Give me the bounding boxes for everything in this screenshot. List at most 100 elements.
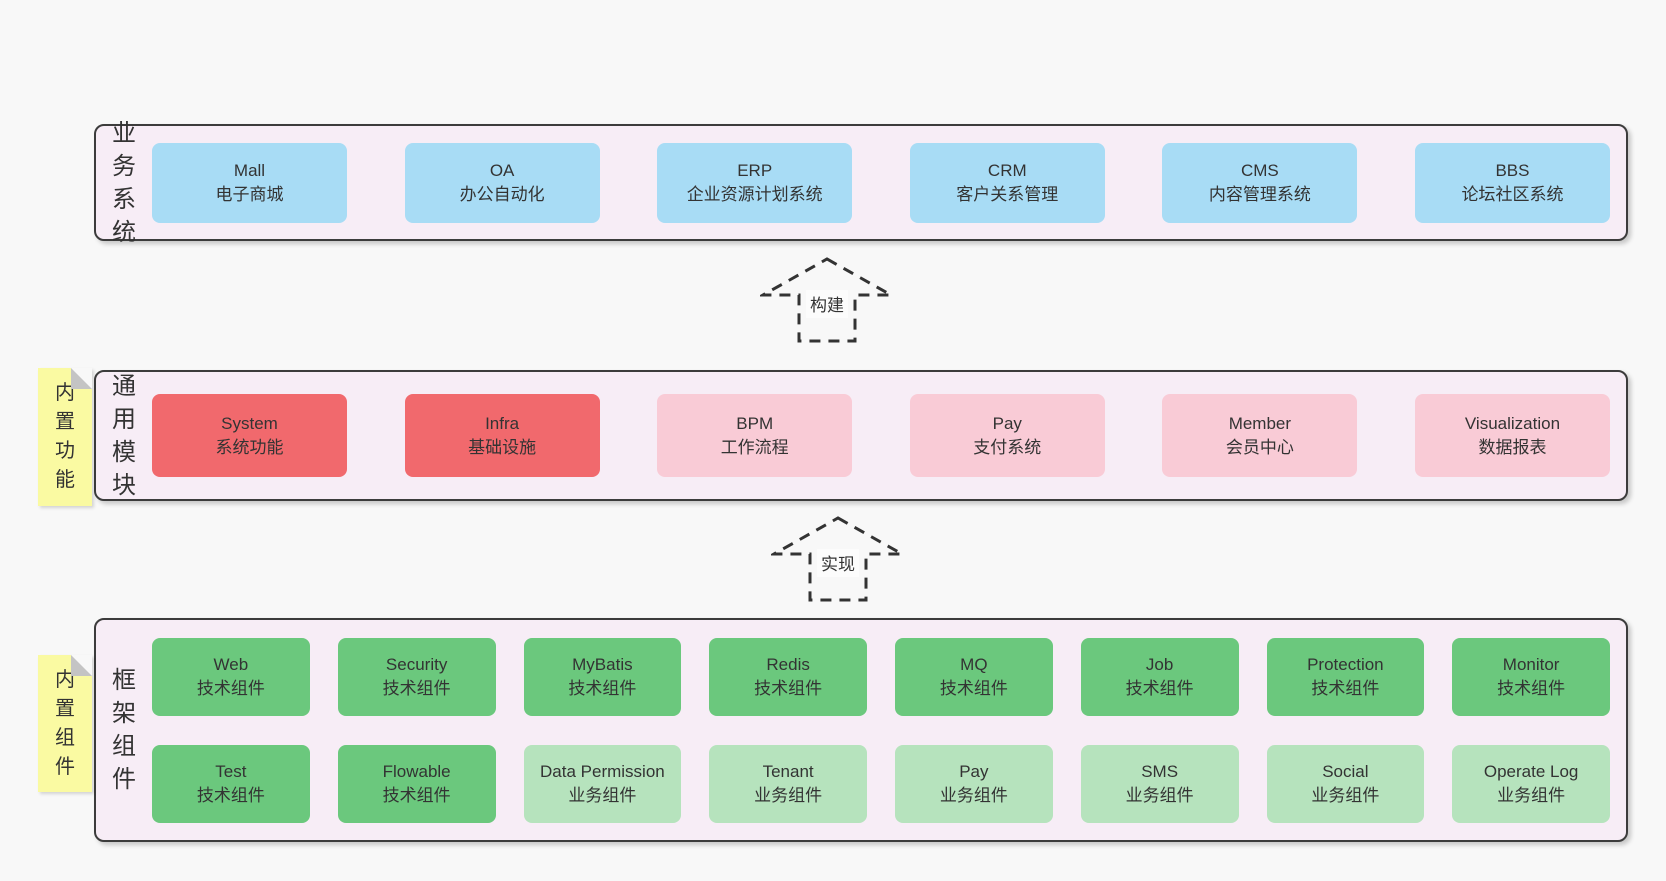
box-subtitle: 论坛社区系统	[1461, 184, 1564, 204]
module-box-redis: Redis 技术组件	[709, 637, 867, 716]
box-subtitle: 业务组件	[1311, 785, 1380, 805]
box-subtitle: 技术组件	[754, 678, 823, 698]
box-title: OA	[489, 160, 515, 180]
box-title: BPM	[736, 413, 774, 433]
box-subtitle: 技术组件	[1311, 678, 1380, 698]
arrow-implement: 实现	[771, 515, 905, 603]
module-box-security: Security 技术组件	[337, 637, 496, 716]
box-subtitle: 基础设施	[468, 437, 537, 457]
box-title: Infra	[485, 413, 520, 433]
band-label-framework-components: 框架组件	[112, 667, 136, 793]
box-title: BBS	[1495, 160, 1530, 180]
sticky-note-builtin-features: 内置功能	[38, 368, 92, 506]
box-title: Job	[1145, 654, 1174, 674]
box-title: Data Permission	[540, 761, 665, 781]
module-box-pay: Pay 支付系统	[909, 394, 1105, 477]
box-title: Visualization	[1464, 413, 1561, 433]
box-title: Pay	[992, 413, 1022, 433]
module-box-data-permission: Data Permission 业务组件	[523, 744, 682, 823]
module-box-mybatis: MyBatis 技术组件	[523, 637, 682, 716]
box-subtitle: 技术组件	[196, 678, 265, 698]
box-title: Test	[215, 761, 247, 781]
module-box-mq: MQ 技术组件	[895, 637, 1053, 716]
dashed-up-arrow-icon	[771, 516, 905, 602]
box-title: CRM	[987, 160, 1027, 180]
box-title: CMS	[1240, 160, 1279, 180]
module-box-oa: OA 办公自动化	[404, 142, 600, 223]
module-box-crm: CRM 客户关系管理	[909, 142, 1105, 223]
box-subtitle: 系统功能	[215, 437, 284, 457]
common-modules-boxes: System 系统功能 Infra 基础设施 BPM 工作流程 Pay 支付系统 Member 会…	[146, 394, 1626, 477]
box-subtitle: 技术组件	[1497, 678, 1566, 698]
box-title: Tenant	[762, 761, 814, 781]
box-subtitle: 支付系统	[973, 437, 1042, 457]
module-box-member: Member 会员中心	[1162, 394, 1358, 477]
box-subtitle: 会员中心	[1225, 437, 1294, 457]
box-subtitle: 业务组件	[568, 785, 637, 805]
box-subtitle: 内容管理系统	[1208, 184, 1311, 204]
folded-corner-icon	[71, 655, 92, 676]
box-subtitle: 技术组件	[1125, 678, 1194, 698]
box-subtitle: 办公自动化	[459, 184, 545, 204]
module-box-pay: Pay 业务组件	[895, 744, 1053, 823]
box-title: Monitor	[1502, 654, 1560, 674]
arrow-implement-label: 实现	[817, 549, 859, 577]
box-title: Pay	[959, 761, 989, 781]
box-subtitle: 业务组件	[1497, 785, 1566, 805]
module-box-bbs: BBS 论坛社区系统	[1414, 142, 1610, 223]
arrow-build-label: 构建	[806, 290, 848, 318]
module-box-job: Job 技术组件	[1080, 637, 1239, 716]
box-subtitle: 工作流程	[720, 437, 789, 457]
sticky-builtin-features-label: 内置功能	[55, 382, 75, 491]
sticky-note-builtin-components: 内置组件	[38, 655, 92, 792]
sticky-builtin-components-label: 内置组件	[55, 668, 75, 778]
module-box-web: Web 技术组件	[152, 637, 310, 716]
box-title: Redis	[766, 654, 810, 674]
box-subtitle: 数据报表	[1478, 437, 1547, 457]
module-box-protection: Protection 技术组件	[1266, 637, 1425, 716]
band-label-business-systems: 业务系统	[112, 119, 136, 246]
box-subtitle: 业务组件	[1125, 785, 1194, 805]
module-box-bpm: BPM 工作流程	[657, 394, 853, 477]
box-title: ERP	[737, 160, 773, 180]
box-title: Social	[1322, 761, 1369, 781]
box-subtitle: 技术组件	[939, 678, 1008, 698]
module-box-test: Test 技术组件	[152, 744, 310, 823]
box-title: Protection	[1307, 654, 1384, 674]
module-box-infra: Infra 基础设施	[404, 394, 600, 477]
box-subtitle: 业务组件	[939, 785, 1008, 805]
module-box-social: Social 业务组件	[1266, 744, 1425, 823]
box-subtitle: 技术组件	[568, 678, 637, 698]
folded-corner-icon	[71, 368, 92, 389]
box-subtitle: 客户关系管理	[956, 184, 1059, 204]
box-title: MQ	[960, 654, 988, 674]
module-box-system: System 系统功能	[152, 394, 347, 477]
box-title: MyBatis	[572, 654, 633, 674]
box-title: System	[221, 413, 278, 433]
box-title: SMS	[1141, 761, 1179, 781]
box-subtitle: 技术组件	[382, 678, 451, 698]
box-title: Security	[385, 654, 448, 674]
band-label-common-modules: 通用模块	[112, 372, 136, 499]
box-title: Member	[1228, 413, 1292, 433]
module-box-cms: CMS 内容管理系统	[1162, 142, 1358, 223]
module-box-sms: SMS 业务组件	[1080, 744, 1239, 823]
box-title: Web	[213, 654, 249, 674]
box-subtitle: 企业资源计划系统	[686, 184, 823, 204]
band-common-modules: 通用模块 System 系统功能 Infra 基础设施 BPM 工作流程 Pay 支付系统 Me…	[94, 370, 1628, 501]
arrow-build: 构建	[760, 256, 894, 344]
box-title: Flowable	[382, 761, 451, 781]
box-subtitle: 电子商城	[215, 184, 284, 204]
module-box-visualization: Visualization 数据报表	[1414, 394, 1610, 477]
box-subtitle: 技术组件	[196, 785, 265, 805]
dashed-up-arrow-icon	[760, 257, 894, 343]
